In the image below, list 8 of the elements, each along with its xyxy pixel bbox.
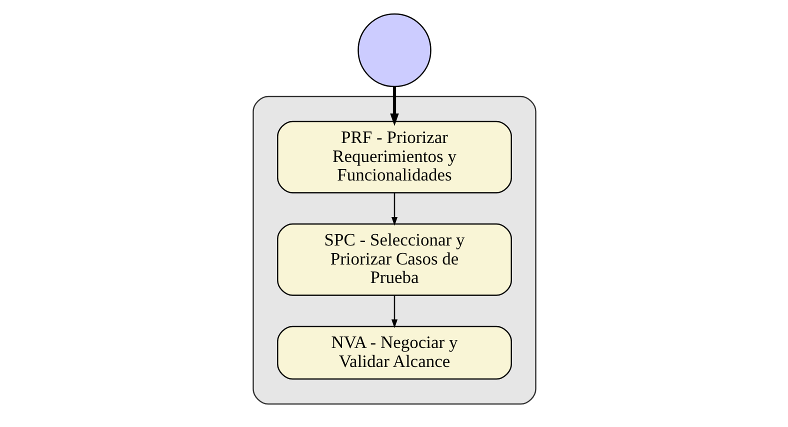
arrow — [390, 86, 398, 126]
node-box: SPC - Seleccionar y Priorizar Casos de Prueba — [276, 222, 512, 296]
node-box: NVA - Negociar y Validar Alcance — [276, 325, 512, 380]
node-circle — [357, 12, 431, 87]
arrow — [390, 295, 398, 328]
arrow — [390, 192, 398, 226]
cluster — [252, 95, 536, 404]
node-box: PRF - Priorizar Requerimientos y Funcionalidades — [276, 120, 512, 193]
